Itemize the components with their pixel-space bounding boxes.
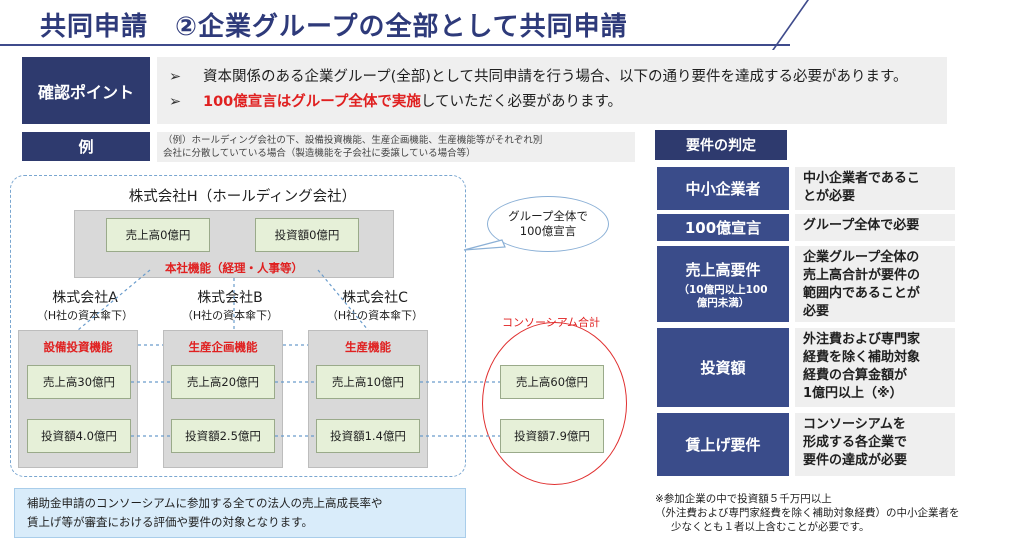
kakunin-text-2-red: 100億宣言はグループ全体で実施	[203, 94, 421, 110]
company-a-name: 株式会社A	[52, 290, 118, 306]
title-bar: 共同申請 ②企業グループの全部として共同申請	[0, 0, 1024, 50]
footnote-line-1: ※参加企業の中で投資額５千万円以上	[655, 493, 832, 505]
kakunin-label: 確認ポイント	[22, 57, 150, 124]
note-box: 補助金申請のコンソーシアムに参加する全ての法人の売上高成長率や 賃上げ等が審査に…	[14, 488, 466, 538]
group-declaration-bubble: グループ全体で 100億宣言	[487, 196, 609, 252]
page-title: 共同申請 ②企業グループの全部として共同申請	[40, 12, 628, 42]
requirements-label: 要件の判定	[655, 130, 787, 160]
note-line-2: 賃上げ等が審査における評価や要件の対象となります。	[27, 515, 314, 529]
req-row-100oku-right: グループ全体で必要	[795, 214, 955, 241]
company-b-note: （H社の資本傘下）	[181, 309, 279, 322]
req-row-wage: 賃上げ要件 コンソーシアムを 形成する各企業で 要件の達成が必要	[657, 413, 955, 476]
consortium-sales: 売上高60億円	[500, 365, 604, 399]
group-dashed-frame	[10, 175, 466, 477]
bubble-line-2: 100億宣言	[519, 224, 577, 238]
bubble-pointer	[463, 239, 506, 251]
rei-body: （例）ホールディング会社の下、設備投資機能、生産企画機能、生産機能等がそれぞれ別…	[157, 132, 635, 162]
footnote: ※参加企業の中で投資額５千万円以上 （外注費および専門家経費を除く補助対象経費）…	[655, 492, 960, 534]
company-b-sales: 売上高20億円	[171, 365, 275, 399]
req-row-100oku: 100億宣言 グループ全体で必要	[657, 214, 955, 241]
company-c-function: 生産機能	[345, 340, 391, 354]
req-row-wage-left: 賃上げ要件	[657, 413, 789, 476]
req-row-sme-right: 中小企業者であるこ とが必要	[795, 167, 955, 210]
req-row-invest: 投資額 外注費および専門家 経費を除く補助対象 経費の合算金額が 1億円以上（※…	[657, 328, 955, 407]
kakunin-text-2-rest: していただく必要があります。	[420, 94, 623, 110]
arrow-icon: ➢	[169, 69, 182, 85]
company-b-name: 株式会社B	[197, 290, 263, 306]
company-a-note: （H社の資本傘下）	[36, 309, 134, 322]
holding-invest: 投資額0億円	[255, 218, 359, 252]
req-row-sales: 売上高要件 （10億円以上100 億円未満） 企業グループ全体の 売上高合計が要…	[657, 246, 955, 322]
req-row-100oku-left: 100億宣言	[657, 214, 789, 241]
holding-title: 株式会社H（ホールディング会社）	[128, 189, 357, 205]
rei-line-1: （例）ホールディング会社の下、設備投資機能、生産企画機能、生産機能等がそれぞれ別	[163, 135, 543, 146]
company-c-invest: 投資額1.4億円	[316, 419, 420, 453]
company-c-name: 株式会社C	[342, 290, 408, 306]
bubble-line-1: グループ全体で	[508, 209, 588, 223]
footnote-line-3: 少なくとも１者以上含むことが必要です。	[671, 521, 870, 533]
holding-sales: 売上高0億円	[106, 218, 210, 252]
req-row-sales-left: 売上高要件 （10億円以上100 億円未満）	[657, 246, 789, 322]
req-row-wage-right: コンソーシアムを 形成する各企業で 要件の達成が必要	[795, 413, 955, 476]
holding-function: 本社機能（経理・人事等）	[165, 261, 303, 275]
kakunin-body: ➢ 資本関係のある企業グループ(全部)として共同申請を行う場合、以下の通り要件を達…	[157, 57, 947, 124]
req-row-invest-left: 投資額	[657, 328, 789, 407]
company-b-invest: 投資額2.5億円	[171, 419, 275, 453]
kakunin-line-1: ➢ 資本関係のある企業グループ(全部)として共同申請を行う場合、以下の通り要件を達…	[169, 65, 947, 90]
req-row-sales-right: 企業グループ全体の 売上高合計が要件の 範囲内であることが 必要	[795, 246, 955, 322]
title-slash	[772, 0, 810, 50]
company-a-sales: 売上高30億円	[27, 365, 131, 399]
company-b-function: 生産企画機能	[188, 340, 258, 354]
rei-line-2: 会社に分散していている場合（製造機能を子会社に委譲している場合等）	[163, 148, 476, 159]
footnote-line-2: （外注費および専門家経費を除く補助対象経費）の中小企業者を	[655, 507, 960, 519]
req-row-sme: 中小企業者 中小企業者であるこ とが必要	[657, 167, 955, 210]
company-a-function: 設備投資機能	[43, 340, 113, 354]
req-row-sme-left: 中小企業者	[657, 167, 789, 210]
consortium-invest: 投資額7.9億円	[500, 419, 604, 453]
company-c-note: （H社の資本傘下）	[326, 309, 424, 322]
company-c-sales: 売上高10億円	[316, 365, 420, 399]
rei-label: 例	[22, 132, 150, 161]
req-row-invest-right: 外注費および専門家 経費を除く補助対象 経費の合算金額が 1億円以上（※）	[795, 328, 955, 407]
note-line-1: 補助金申請のコンソーシアムに参加する全ての法人の売上高成長率や	[27, 496, 383, 510]
company-b-title: 株式会社B （H社の資本傘下）	[160, 290, 300, 324]
kakunin-line-2: ➢ 100億宣言はグループ全体で実施していただく必要があります。	[169, 90, 947, 115]
company-c-title: 株式会社C （H社の資本傘下）	[305, 290, 445, 324]
arrow-icon: ➢	[169, 94, 182, 110]
company-a-invest: 投資額4.0億円	[27, 419, 131, 453]
kakunin-text-1: 資本関係のある企業グループ(全部)として共同申請を行う場合、以下の通り要件を達成…	[203, 69, 908, 85]
consortium-ellipse	[482, 322, 627, 485]
company-a-title: 株式会社A （H社の資本傘下）	[15, 290, 155, 324]
title-underline	[0, 44, 790, 46]
